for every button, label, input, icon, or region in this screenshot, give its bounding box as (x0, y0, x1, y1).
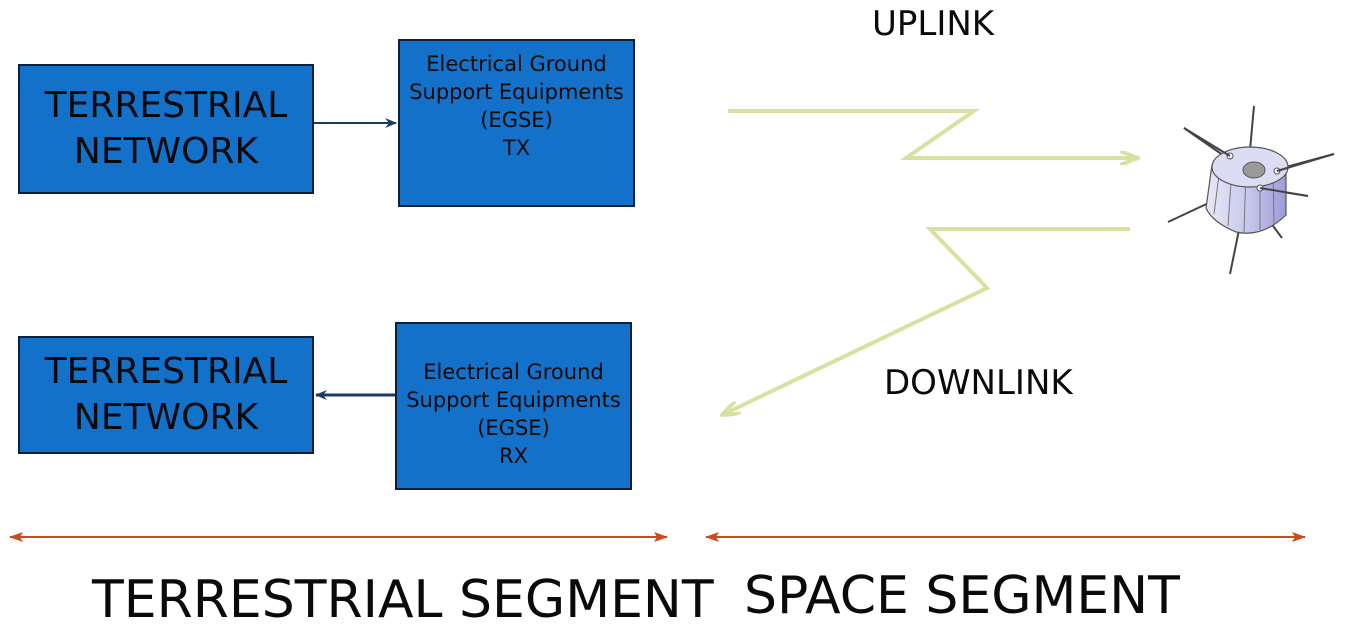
terrestrial-network-line1: TERRESTRIAL (44, 85, 288, 126)
uplink-arrow (728, 109, 1138, 158)
downlink-label: DOWNLINK (884, 363, 1073, 403)
uplink-label: UPLINK (872, 4, 995, 44)
egse-rx-line3: (EGSE) (477, 416, 550, 440)
space-segment-label: SPACE SEGMENT (744, 566, 1180, 626)
egse-tx-line4: TX (502, 136, 531, 160)
egse-rx-line4: RX (499, 444, 528, 468)
egse-tx-box: Electrical Ground Support Equipments (EG… (398, 39, 635, 207)
terrestrial-network-line2: NETWORK (73, 397, 259, 438)
terrestrial-segment-label: TERRESTRIAL SEGMENT (92, 570, 714, 630)
terrestrial-network-line1: TERRESTRIAL (44, 351, 288, 392)
terrestrial-network-rx-box: TERRESTRIAL NETWORK (18, 336, 314, 454)
egse-tx-line2: Support Equipments (409, 80, 624, 104)
downlink-arrow (722, 227, 1130, 415)
terrestrial-network-line2: NETWORK (73, 131, 259, 172)
satellite-icon (1167, 105, 1335, 275)
egse-rx-line2: Support Equipments (406, 388, 621, 412)
egse-rx-line1: Electrical Ground (423, 360, 604, 384)
egse-tx-line3: (EGSE) (480, 108, 553, 132)
terrestrial-network-tx-box: TERRESTRIAL NETWORK (18, 64, 314, 194)
egse-tx-line1: Electrical Ground (426, 52, 607, 76)
egse-rx-box: Electrical Ground Support Equipments (EG… (395, 322, 632, 490)
